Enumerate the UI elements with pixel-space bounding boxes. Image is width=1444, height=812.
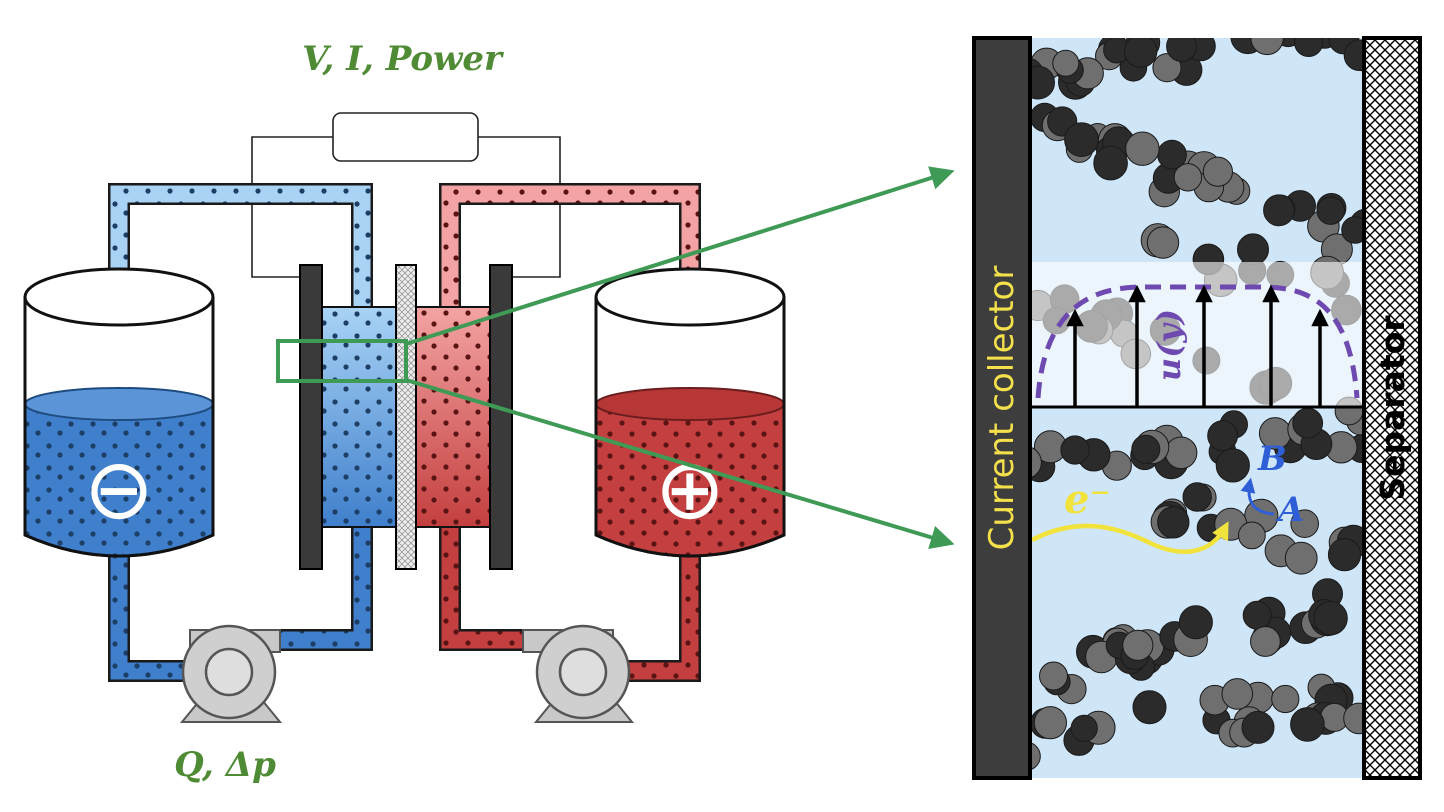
carbon-particle (1294, 38, 1324, 57)
species-b-label: B (1257, 439, 1287, 479)
carbon-particle (1122, 629, 1154, 661)
carbon-particle (1263, 194, 1295, 227)
carbon-particle (1064, 122, 1099, 158)
carbon-particle (1164, 436, 1198, 470)
separator (1362, 36, 1422, 780)
carbon-particle (1341, 216, 1364, 244)
negative-electrode-plate (299, 264, 323, 570)
reaction-indicator: B A (1240, 439, 1304, 530)
negolyte-pump (179, 624, 283, 723)
zoom-arrow-lower (405, 378, 955, 549)
carbon-particle (1030, 446, 1042, 479)
carbon-particle (1030, 742, 1041, 771)
negolyte-tank: ⊖ (23, 267, 215, 558)
positive-electrode-plate (489, 264, 513, 570)
posolyte-pump (522, 624, 635, 723)
electrical-output-label: V, I, Power (302, 39, 504, 79)
velocity-profile-label: u(y) (1150, 309, 1188, 381)
carbon-particle (1250, 626, 1281, 657)
carbon-particle (1343, 39, 1364, 71)
external-circuit (251, 112, 561, 278)
carbon-particle (1039, 661, 1068, 691)
carbon-particle (1146, 226, 1180, 259)
carbon-particle (1070, 714, 1098, 742)
carbon-particle (1327, 538, 1362, 572)
carbon-particle (1124, 38, 1158, 68)
carbon-particle (1290, 707, 1325, 742)
carbon-particle (1316, 196, 1345, 225)
load-resistor (332, 112, 479, 162)
carbon-particle (1292, 407, 1324, 439)
current-collector (972, 36, 1032, 780)
carbon-particle (1166, 38, 1198, 62)
carbon-particle (1173, 163, 1203, 192)
carbon-particle (1030, 65, 1055, 100)
carbon-particle (1202, 156, 1234, 187)
carbon-particle (1343, 702, 1364, 735)
carbon-particle (1125, 131, 1160, 166)
carbon-particle (1157, 139, 1187, 170)
posolyte-tank: ⊕ (594, 267, 786, 558)
carbon-particle (1238, 521, 1266, 550)
carbon-particle (1157, 506, 1190, 539)
zoom-arrow-upper (405, 166, 955, 346)
cell-stack (276, 264, 513, 570)
carbon-particle (1132, 690, 1167, 725)
carbon-particle (1242, 600, 1272, 630)
carbon-particle (1271, 684, 1300, 714)
negolyte-pipes (108, 183, 373, 682)
flow-channel: u(y) (1030, 262, 1364, 409)
flow-battery: ⊖ ⊕ (23, 39, 786, 785)
carbon-particle (1152, 53, 1182, 83)
carbon-particle (1131, 434, 1161, 464)
carbon-particle (1237, 233, 1269, 266)
carbon-particle (1215, 448, 1250, 483)
carbon-particle (1052, 49, 1080, 77)
posolyte-pipes (439, 183, 701, 682)
hydraulic-input-label: Q, Δp (174, 745, 276, 785)
carbon-particle (1178, 605, 1213, 640)
carbon-particle (1313, 601, 1348, 636)
carbon-particle (1221, 678, 1254, 710)
carbon-particle (1182, 482, 1212, 512)
carbon-particle (1060, 435, 1090, 465)
velocity-arrows (1066, 284, 1329, 407)
carbon-particle (1033, 706, 1068, 740)
carbon-particle (1207, 420, 1238, 452)
carbon-particle (1284, 541, 1318, 575)
electron-label: e⁻ (1064, 476, 1111, 523)
carbon-particle (1241, 710, 1275, 744)
positive-symbol: ⊕ (655, 440, 725, 538)
separator-label: Separator (1373, 315, 1412, 501)
carbon-particle (1093, 145, 1128, 181)
current-collector-label: Current collector (982, 266, 1022, 551)
negative-symbol: ⊖ (84, 440, 154, 538)
zoom-region-box (276, 339, 408, 383)
electron-path: e⁻ (1030, 476, 1229, 554)
species-a-label: A (1275, 490, 1304, 530)
carbon-particle (1290, 509, 1319, 539)
carbon-particle (1250, 38, 1284, 56)
zoom-arrows (405, 166, 955, 549)
membrane (395, 264, 417, 570)
electrode-zoom-view: u(y) e⁻ B A Current collector Separator (972, 36, 1422, 780)
